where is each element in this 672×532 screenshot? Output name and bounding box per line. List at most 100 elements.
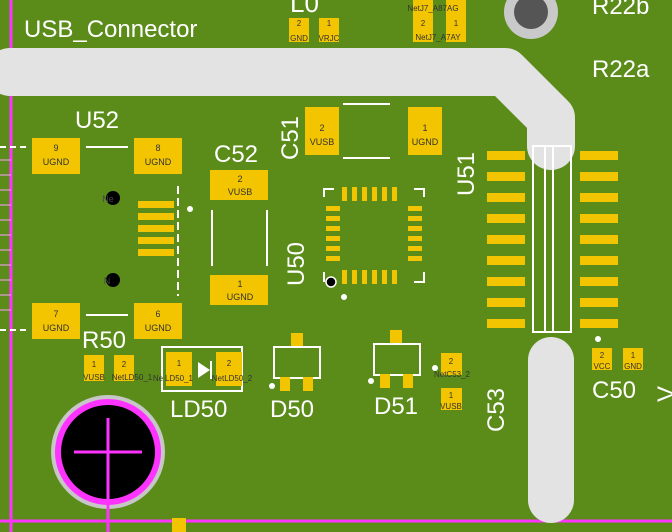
pcb-graphic — [392, 187, 397, 201]
pcb-graphic — [373, 343, 421, 376]
pcb-label: 1 — [631, 351, 636, 360]
component-d51[interactable] — [368, 330, 421, 388]
component-c50[interactable]: 2 VCC 1 GND — [592, 348, 643, 371]
pcb-graphic — [269, 383, 275, 389]
label-l0: L0 — [290, 0, 319, 18]
pad-c50-1 — [623, 348, 643, 370]
wide-trace[interactable] — [0, 48, 575, 523]
label-r22a: R22a — [592, 56, 650, 83]
pcb-graphic — [580, 151, 618, 160]
component-u50[interactable] — [323, 187, 425, 300]
label-u52: U52 — [75, 107, 119, 134]
label-v-partial: V — [653, 386, 672, 402]
pcb-graphic — [580, 298, 618, 307]
pcb-graphic — [326, 206, 340, 211]
smd-pad — [380, 374, 390, 388]
pcb-label: 6 — [155, 309, 160, 319]
pcb-graphic — [0, 48, 575, 170]
pcb-graphic — [352, 270, 357, 284]
pad-num: 2 — [297, 19, 302, 28]
pcb-graphic — [580, 172, 618, 181]
component-r50[interactable]: 1 VUSB 2 NetLD50_1 — [83, 355, 153, 382]
pcb-label: UGND — [227, 292, 254, 302]
pcb-graphic — [326, 236, 340, 241]
pad-c52-1 — [210, 275, 268, 305]
pad-ld50-2 — [216, 352, 242, 386]
pcb-graphic — [408, 206, 422, 211]
component-ld50[interactable]: 1 LD50_1 2 NetLD50_2 Ne — [153, 346, 253, 392]
pcb-label: NetLD50_1 — [112, 373, 153, 382]
pin1-dot — [187, 206, 193, 212]
component-c52[interactable]: 2 VUSB 1 UGND — [210, 170, 268, 305]
pcb-graphic — [352, 187, 357, 201]
pcb-graphic — [514, 0, 548, 29]
pcb-graphic — [580, 256, 618, 265]
pcb-label: UGND — [145, 323, 172, 333]
component-d50[interactable] — [269, 333, 321, 391]
pcb-label: Ne — [102, 194, 114, 204]
label-c50: C50 — [592, 377, 636, 404]
pcb-label: VUSB — [228, 187, 253, 197]
component-u52[interactable]: 9 UGND 8 UGND 7 UGND 6 UGND Ne N — [0, 138, 193, 339]
via — [106, 273, 120, 287]
smd-pad — [403, 374, 413, 388]
pcb-graphic — [326, 216, 340, 221]
pcb-label: NetC53_2 — [434, 370, 471, 379]
label-usb-connector: USB_Connector — [24, 16, 197, 43]
pad-u52-9 — [32, 138, 80, 174]
pcb-graphic — [326, 226, 340, 231]
pcb-label: 7 — [53, 309, 58, 319]
pcb-label: N — [104, 276, 111, 286]
component-u51[interactable] — [487, 145, 618, 342]
pcb-label: UGND — [412, 137, 439, 147]
pcb-graphic — [487, 193, 525, 202]
pcb-graphic — [595, 336, 601, 342]
silkscreen-labels: USB_Connector L0 R22b R22a U52 C52 R50 L… — [24, 0, 672, 432]
pcb-graphic — [382, 270, 387, 284]
pcb-graphic — [487, 172, 525, 181]
pad-net: GND — [290, 34, 308, 43]
label-c52: C52 — [214, 141, 258, 168]
label-d50: D50 — [270, 396, 314, 423]
pcb-graphic — [580, 319, 618, 328]
pcb-graphic — [138, 249, 174, 256]
mounting-hole-bottom[interactable] — [51, 395, 165, 532]
pcb-label: LD50_1 — [165, 374, 194, 383]
pad-c50-2 — [592, 348, 612, 370]
pcb-graphic — [414, 272, 425, 283]
pcb-graphic — [487, 319, 525, 328]
pcb-label: 1 — [449, 391, 454, 400]
pcb-graphic — [580, 235, 618, 244]
pcb-label: 9 — [53, 143, 58, 153]
pad-top-a7ay-2 — [413, 18, 433, 42]
component-c53[interactable]: 2 NetC53_2 1 VUSB — [432, 353, 471, 411]
pcb-label: 2 — [227, 359, 232, 368]
component-c51[interactable]: 2 VUSB 1 UGND — [305, 103, 442, 159]
pcb-graphic — [487, 235, 525, 244]
pad-net: NetJ7_A87AG — [407, 4, 458, 13]
label-u50: U50 — [283, 242, 310, 286]
pcb-graphic — [138, 225, 174, 232]
top-pads: 2 GND 1 VRJC NetJ7_A87AG 2 1 NetJ7_A7AY — [289, 0, 466, 43]
pcb-graphic — [138, 237, 174, 244]
pcb-graphic — [487, 214, 525, 223]
pcb-label: 2 — [122, 360, 127, 369]
label-u51: U51 — [453, 152, 480, 196]
pad-u52-6 — [134, 303, 182, 339]
pad-u52-8 — [134, 138, 182, 174]
pcb-label: NetLD50_2 — [212, 374, 253, 383]
pcb-graphic — [138, 213, 174, 220]
pcb-label: 1 — [92, 360, 97, 369]
pcb-graphic — [432, 365, 438, 371]
label-c51: C51 — [277, 116, 304, 160]
pcb-graphic — [580, 193, 618, 202]
pcb-graphic — [273, 346, 321, 379]
mounting-hole-top — [504, 0, 558, 39]
pcb-graphic — [408, 226, 422, 231]
pad-top-gnd — [289, 18, 309, 42]
smd-pad — [280, 377, 290, 391]
pcb-graphic — [382, 187, 387, 201]
pcb-graphic — [487, 151, 525, 160]
